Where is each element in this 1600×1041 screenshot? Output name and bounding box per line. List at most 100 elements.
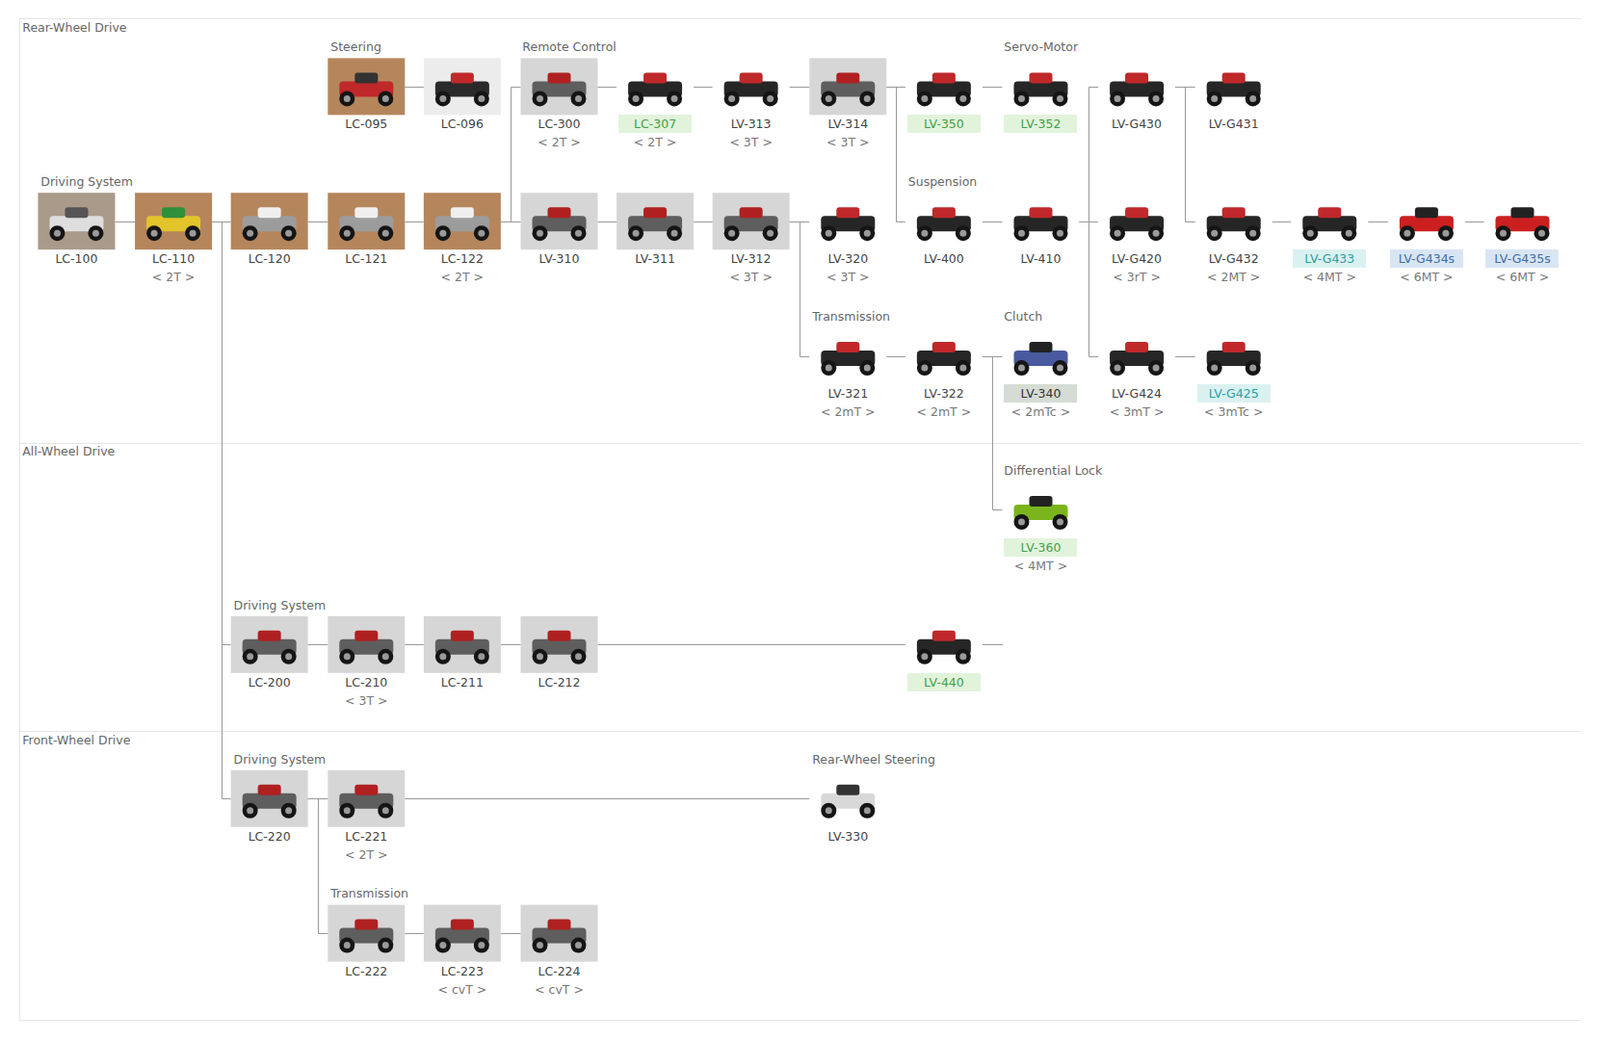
car-wheel (820, 90, 837, 106)
wheel-hub (477, 95, 485, 103)
model-node: LC-220 (231, 770, 309, 846)
car-wheel (1148, 90, 1164, 106)
drive-spec: < 6MT > (1388, 267, 1466, 287)
group-heading: All-Wheel Drive (22, 443, 115, 460)
car-top (354, 785, 378, 796)
wheel-hub (728, 95, 735, 103)
model-node: LV-440 (905, 616, 983, 692)
wheel-hub (864, 95, 871, 103)
model-node: LV-400 (905, 192, 983, 268)
photo-ground (1388, 192, 1466, 250)
model-node: LV-320< 3T > (809, 192, 887, 287)
wheel-hub (1114, 95, 1122, 103)
car-wheel (859, 360, 875, 376)
photo-ground (327, 192, 405, 250)
car-wheel (762, 225, 779, 241)
wheel-hub (575, 653, 582, 660)
photo-ground (712, 57, 790, 115)
wheel-hub (920, 365, 928, 372)
model-photo (231, 770, 309, 828)
model-photo (1195, 192, 1273, 250)
wheel-hub (1538, 230, 1546, 237)
wheel-hub (825, 807, 833, 814)
photo-ground (809, 327, 887, 385)
wheel-hub (1018, 230, 1025, 237)
car-wheel (1206, 360, 1223, 376)
model-photo (231, 192, 309, 250)
car-top (548, 919, 572, 931)
car-wheel (377, 938, 394, 954)
model-photo (423, 616, 501, 674)
band-line (19, 1020, 1581, 1022)
model-code: LV-313 (714, 114, 788, 133)
model-code: LV-410 (1003, 249, 1077, 268)
band-lines (19, 18, 1581, 1022)
car-wheel (571, 938, 587, 954)
car-wheel (666, 225, 682, 241)
model-node: LC-222 (327, 905, 405, 981)
car-top (354, 207, 378, 218)
model-photo (327, 616, 405, 674)
wheel-hub (1153, 230, 1160, 237)
lineage-connector (500, 644, 522, 646)
wheel-hub (632, 95, 640, 103)
model-node: LC-120 (231, 192, 309, 268)
car-wheel (339, 90, 355, 106)
model-node: LC-224< cvT > (521, 905, 599, 999)
car-top (450, 72, 474, 83)
lineage-connector (114, 221, 135, 223)
model-node: LC-095 (327, 57, 405, 133)
model-photo (521, 616, 599, 674)
lineage-connector (693, 221, 713, 223)
wheel-hub (439, 653, 446, 660)
model-node: LV-410 (1001, 192, 1079, 268)
group-heading: Steering (330, 38, 382, 55)
car-wheel (859, 90, 875, 106)
photo-ground (809, 192, 887, 250)
wheel-hub (1345, 230, 1353, 237)
model-node: LV-G425< 3mTc > (1195, 327, 1273, 421)
lineage-connector (211, 222, 232, 646)
wheel-hub (575, 230, 582, 237)
model-code: LV-310 (523, 249, 597, 268)
wheel-hub (825, 230, 833, 237)
lineage-connector (1078, 87, 1099, 223)
lineage-connector (789, 222, 811, 358)
model-node: LV-340< 2mTc > (1001, 327, 1079, 421)
wheel-hub (246, 653, 254, 660)
model-node: LV-350 (905, 57, 983, 133)
model-photo (712, 57, 790, 115)
model-code: LC-300 (523, 114, 597, 133)
model-photo (809, 192, 887, 250)
car-wheel (1148, 225, 1164, 241)
lineage-connector (308, 799, 329, 935)
wheel-hub (959, 365, 967, 372)
car-wheel (1245, 225, 1261, 241)
model-code: LV-312 (714, 249, 788, 268)
wheel-hub (536, 230, 544, 237)
photo-layer (37, 57, 1561, 962)
wheel-hub (343, 807, 351, 814)
group-heading: Driving System (40, 173, 133, 190)
wheel-hub (246, 230, 254, 237)
lineage-connector (598, 221, 618, 223)
wheel-hub (285, 653, 292, 660)
photo-ground (1098, 192, 1176, 250)
drive-spec: < 3mTc > (1195, 402, 1273, 421)
photo-ground (1098, 57, 1176, 115)
car-wheel (435, 938, 451, 954)
wheel-hub (864, 365, 871, 372)
photo-ground (1290, 192, 1368, 250)
car-wheel (571, 649, 587, 665)
car-top (548, 207, 572, 218)
model-photo (809, 57, 887, 115)
model-code: LV-G425 (1197, 384, 1271, 403)
model-node: LV-G432< 2MT > (1195, 192, 1273, 287)
wheel-hub (382, 95, 390, 103)
model-code: LV-330 (811, 827, 885, 846)
drive-spec: < 2MT > (1195, 267, 1273, 287)
model-node: LC-121 (327, 192, 405, 268)
model-code: LC-224 (523, 962, 597, 981)
car-top (932, 72, 956, 83)
model-code: LV-G424 (1100, 384, 1174, 403)
